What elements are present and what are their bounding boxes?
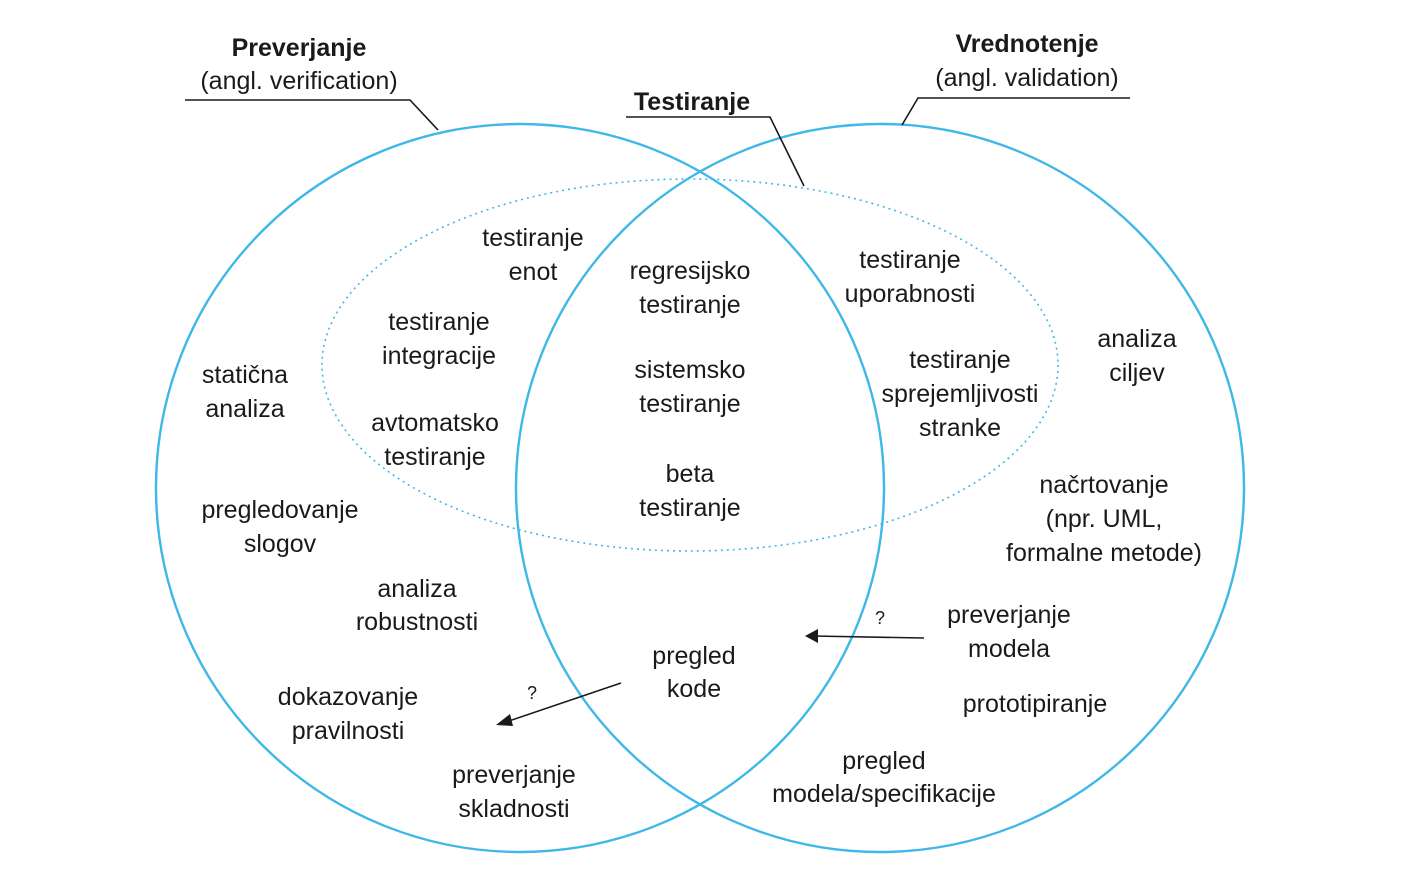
validation-item: pregled modela/specifikacije <box>772 747 996 808</box>
code-review-item: pregled kode <box>652 642 735 703</box>
testing-center-item: sistemsko testiranje <box>634 356 745 418</box>
verification-item: statična analiza <box>202 361 288 423</box>
validation-item: analiza ciljev <box>1097 325 1176 387</box>
svg-text:beta: beta <box>666 460 715 488</box>
svg-text:testiranje: testiranje <box>482 224 583 252</box>
svg-text:dokazovanje: dokazovanje <box>278 683 418 711</box>
validation-item: načrtovanje (npr. UML, formalne metode) <box>1006 471 1202 567</box>
svg-text:pregled: pregled <box>842 747 925 775</box>
svg-text:prototipiranje: prototipiranje <box>963 690 1108 718</box>
testing-right-item: testiranje uporabnosti <box>845 246 976 308</box>
svg-text:skladnosti: skladnosti <box>458 795 569 823</box>
validation-item: prototipiranje <box>963 690 1108 718</box>
validation-subtitle: (angl. validation) <box>935 64 1118 92</box>
svg-text:formalne metode): formalne metode) <box>1006 539 1202 567</box>
validation-circle <box>514 122 1246 854</box>
svg-text:preverjanje: preverjanje <box>452 761 576 789</box>
validation-title: Vrednotenje <box>955 30 1098 58</box>
svg-text:preverjanje: preverjanje <box>947 601 1071 629</box>
verification-subtitle: (angl. verification) <box>200 67 397 95</box>
svg-text:ciljev: ciljev <box>1109 359 1165 387</box>
svg-text:sistemsko: sistemsko <box>634 356 745 384</box>
testing-left-item: testiranje enot <box>482 224 583 286</box>
testing-title: Testiranje <box>634 88 750 116</box>
question-mark-left: ? <box>527 683 537 703</box>
question-mark-right: ? <box>875 608 885 628</box>
testing-leader-line <box>626 116 805 187</box>
testing-right-item: testiranje sprejemljivosti stranke <box>882 346 1039 442</box>
svg-text:integracije: integracije <box>382 342 496 370</box>
arrow-model-check-to-code-review <box>805 629 925 643</box>
svg-text:(npr. UML,: (npr. UML, <box>1046 505 1163 533</box>
svg-text:pregledovanje: pregledovanje <box>201 496 358 524</box>
svg-text:enot: enot <box>509 258 558 286</box>
verification-item: pregledovanje slogov <box>201 496 358 558</box>
svg-text:pravilnosti: pravilnosti <box>292 717 405 745</box>
testing-center-item: beta testiranje <box>639 460 740 522</box>
verification-item: dokazovanje pravilnosti <box>278 683 418 745</box>
svg-text:statična: statična <box>202 361 288 389</box>
svg-text:testiranje: testiranje <box>388 308 489 336</box>
svg-text:testiranje: testiranje <box>639 390 740 418</box>
svg-text:robustnosti: robustnosti <box>356 608 478 636</box>
svg-text:slogov: slogov <box>244 530 317 558</box>
svg-text:testiranje: testiranje <box>909 346 1010 374</box>
svg-text:regresijsko: regresijsko <box>630 257 751 285</box>
verification-item: analiza robustnosti <box>356 575 478 636</box>
verification-title: Preverjanje <box>232 34 367 62</box>
svg-text:modela/specifikacije: modela/specifikacije <box>772 780 996 808</box>
svg-text:pregled: pregled <box>652 642 735 670</box>
testing-left-item: avtomatsko testiranje <box>371 409 499 471</box>
arrow-code-review-to-proof <box>496 682 622 726</box>
validation-item: preverjanje modela <box>947 601 1071 663</box>
svg-text:kode: kode <box>667 675 721 703</box>
svg-text:testiranje: testiranje <box>639 494 740 522</box>
testing-left-item: testiranje integracije <box>382 308 496 370</box>
svg-text:testiranje: testiranje <box>859 246 960 274</box>
validation-leader-line <box>901 97 1130 126</box>
testing-center-item: regresijsko testiranje <box>630 257 751 319</box>
verification-item: preverjanje skladnosti <box>452 761 576 823</box>
svg-text:analiza: analiza <box>377 575 456 603</box>
svg-text:analiza: analiza <box>205 395 284 423</box>
svg-text:uporabnosti: uporabnosti <box>845 280 976 308</box>
svg-text:sprejemljivosti: sprejemljivosti <box>882 380 1039 408</box>
svg-text:stranke: stranke <box>919 414 1001 442</box>
svg-text:testiranje: testiranje <box>384 443 485 471</box>
svg-text:analiza: analiza <box>1097 325 1176 353</box>
verification-circle <box>154 122 886 854</box>
svg-text:avtomatsko: avtomatsko <box>371 409 499 437</box>
svg-text:testiranje: testiranje <box>639 291 740 319</box>
svg-text:modela: modela <box>968 635 1050 663</box>
testing-ellipse <box>321 178 1059 552</box>
verification-leader-line <box>185 99 439 131</box>
svg-text:načrtovanje: načrtovanje <box>1039 471 1168 499</box>
